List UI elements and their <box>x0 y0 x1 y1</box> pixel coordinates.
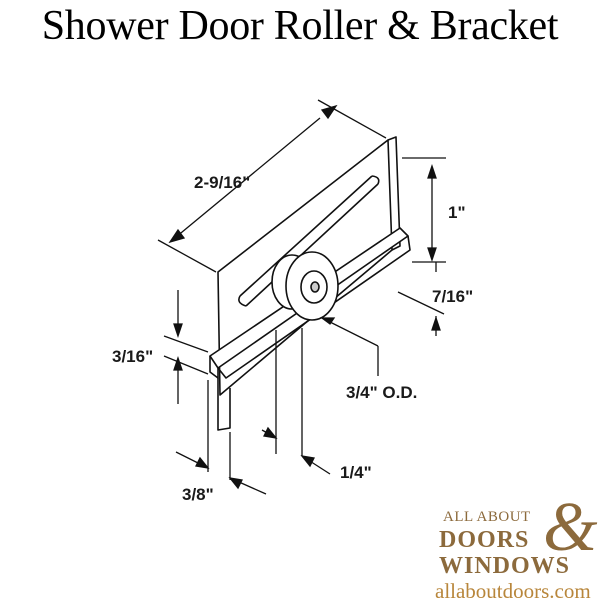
dim-slot-height-label: 1" <box>448 203 466 222</box>
dim-width-label: 2-9/16" <box>194 173 250 192</box>
brand-doors: DOORS <box>439 527 530 553</box>
adjustment-slot <box>238 175 380 307</box>
rail-end <box>209 356 219 379</box>
dim-roller-od-label: 3/4" O.D. <box>346 383 417 402</box>
roller-axle <box>310 281 320 293</box>
brand-tagline: ALL ABOUT <box>443 509 531 525</box>
plate-edge <box>387 136 401 251</box>
rail-leg <box>217 378 231 431</box>
brand-windows: WINDOWS <box>439 553 571 579</box>
dim-offset-label: 7/16" <box>432 287 473 306</box>
dim-thickness-label: 3/8" <box>182 485 214 504</box>
brand-url[interactable]: allaboutdoors.com <box>435 579 591 603</box>
brand-ampersand: & <box>543 489 598 566</box>
dim-roller-width-label: 1/4" <box>340 463 372 482</box>
dim-rail-height-label: 3/16" <box>112 347 153 366</box>
page-title: Shower Door Roller & Bracket <box>41 3 559 49</box>
brand-logo: ALL ABOUT & DOORS WINDOWS allaboutdoors.… <box>425 493 600 604</box>
